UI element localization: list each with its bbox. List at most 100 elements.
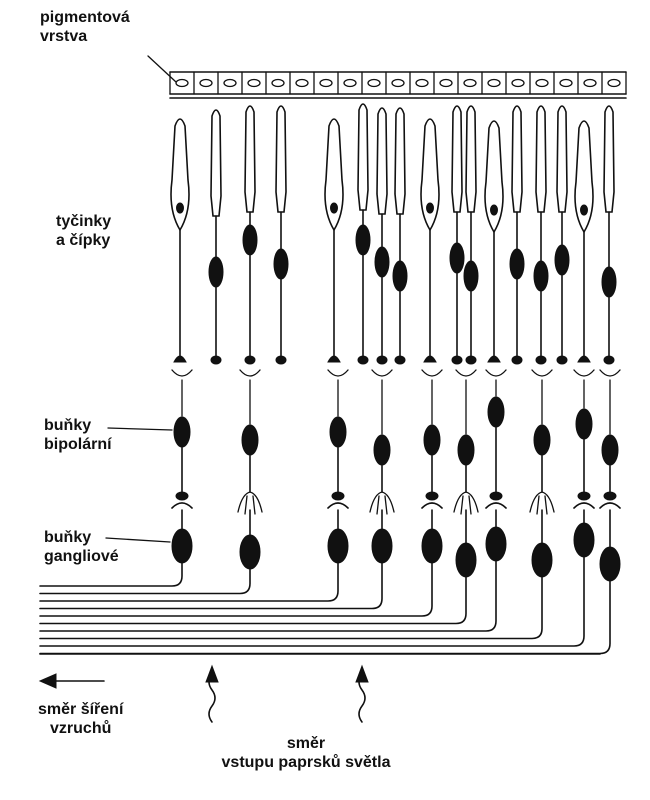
- bipolar-cell-body: [457, 434, 475, 466]
- pigment-cell-nucleus: [463, 78, 477, 88]
- bipolar-dendrites: [371, 369, 393, 435]
- bipolar-terminal-brush: [529, 491, 555, 515]
- rod-nucleus: [463, 260, 479, 292]
- rod-outer-segment: [357, 103, 369, 211]
- bipolar-cell-body: [241, 424, 259, 456]
- cone-nucleus: [426, 202, 434, 214]
- ganglion-axon: [39, 561, 433, 617]
- ganglion-dendrite-cup: [485, 502, 507, 509]
- rod-spherule: [210, 355, 222, 365]
- pigment-cell-nucleus: [175, 78, 189, 88]
- impulse-arrow-head: [38, 673, 57, 689]
- rod-nucleus: [601, 266, 617, 298]
- pigment-cell-nucleus: [535, 78, 549, 88]
- bipolar-leader-line: [107, 427, 173, 431]
- bipolar-cell-body: [575, 408, 593, 440]
- rod-outer-segment: [376, 107, 388, 215]
- cone-pedicle: [173, 355, 187, 363]
- ganglion-cell-body: [455, 542, 477, 578]
- pigment-cell-nucleus: [439, 78, 453, 88]
- pigment-cell-nucleus: [271, 78, 285, 88]
- rod-outer-segment: [556, 105, 568, 213]
- bipolar-cells-label: buňky bipolární: [44, 416, 112, 454]
- impulse-label-line-1: směr šíření: [38, 701, 124, 718]
- cone-outer-segment: [170, 118, 190, 232]
- ganglion-cell-body: [171, 528, 193, 564]
- bipolar-cell-body: [173, 416, 191, 448]
- receptors-label-line-1: tyčinky: [56, 213, 112, 230]
- pigment-label-line-1: pigmentová: [40, 9, 130, 26]
- ganglion-cells-label: buňky gangliové: [44, 528, 119, 566]
- rod-outer-segment: [451, 105, 463, 213]
- ganglion-axon: [39, 567, 251, 595]
- pigment-layer: [169, 71, 627, 99]
- bipolar-terminal: [489, 491, 503, 501]
- ganglion-cell-body: [327, 528, 349, 564]
- ganglion-axon: [39, 575, 543, 640]
- ganglion-cell-body: [239, 534, 261, 570]
- rod-spherule: [511, 355, 523, 365]
- rod-outer-segment: [535, 105, 547, 213]
- cone-pedicle: [327, 355, 341, 363]
- ganglion-leader-line: [105, 537, 171, 543]
- bipolar-cell-body: [329, 416, 347, 448]
- cone-nucleus: [176, 202, 184, 214]
- rod-nucleus: [449, 242, 465, 274]
- rod-nucleus: [509, 248, 525, 280]
- pigment-label-line-2: vrstva: [40, 28, 88, 45]
- ganglion-axon: [39, 561, 383, 610]
- arrow-layer: [38, 664, 369, 723]
- bipolar-dendrites: [599, 369, 621, 435]
- pigment-cell-nucleus: [391, 78, 405, 88]
- rod-outer-segment: [603, 105, 615, 213]
- ganglion-cell-body: [573, 522, 595, 558]
- ganglion-dendrite-cup: [573, 502, 595, 509]
- impulse-direction-label: směr šíření vzruchů: [38, 700, 123, 738]
- rod-spherule: [603, 355, 615, 365]
- ganglion-cell-body: [599, 546, 621, 582]
- bipolar-dendrites: [327, 369, 349, 417]
- light-direction-label: směr vstupu paprsků světla: [186, 734, 426, 772]
- pigment-cell-nucleus: [583, 78, 597, 88]
- rod-outer-segment: [511, 105, 523, 213]
- cone-pedicle: [487, 355, 501, 363]
- pigment-cell-nucleus: [367, 78, 381, 88]
- pigment-cell-nucleus: [295, 78, 309, 88]
- pigment-cell-nucleus: [607, 78, 621, 88]
- rod-spherule: [376, 355, 388, 365]
- cone-pedicle: [577, 355, 591, 363]
- bipolar-dendrites: [455, 369, 477, 435]
- rod-nucleus: [242, 224, 258, 256]
- cone-outer-segment: [420, 118, 440, 232]
- light-label-line-2: vstupu paprsků světla: [221, 754, 391, 771]
- ganglion-cell-body: [485, 526, 507, 562]
- bipolar-dendrites: [421, 369, 443, 425]
- bipolar-terminal: [175, 491, 189, 501]
- receptors-label-line-2: a čípky: [56, 232, 111, 249]
- cone-nucleus: [580, 204, 588, 216]
- pigment-leader-line: [147, 55, 177, 83]
- rod-spherule: [465, 355, 477, 365]
- bipolar-terminal: [331, 491, 345, 501]
- pigment-cell-nucleus: [511, 78, 525, 88]
- pigment-cell-nucleus: [199, 78, 213, 88]
- cone-outer-segment: [324, 118, 344, 232]
- bipolar-terminal: [603, 491, 617, 501]
- rod-outer-segment: [465, 105, 477, 213]
- light-arrow-head: [355, 664, 369, 683]
- bipolar-cell-body: [601, 434, 619, 466]
- bipolar-terminal: [425, 491, 439, 501]
- pigment-cell-nucleus: [487, 78, 501, 88]
- rod-nucleus: [374, 246, 390, 278]
- pigment-cell-nucleus: [343, 78, 357, 88]
- bipolar-label-line-1: buňky: [44, 417, 92, 434]
- pigment-cell-nucleus: [247, 78, 261, 88]
- rod-nucleus: [554, 244, 570, 276]
- light-arrow-head: [205, 664, 219, 683]
- ganglion-dendrite-cup: [599, 502, 621, 509]
- ganglion-cell-body: [371, 528, 393, 564]
- rod-spherule: [556, 355, 568, 365]
- bipolar-terminal-brush: [453, 491, 479, 515]
- rod-nucleus: [273, 248, 289, 280]
